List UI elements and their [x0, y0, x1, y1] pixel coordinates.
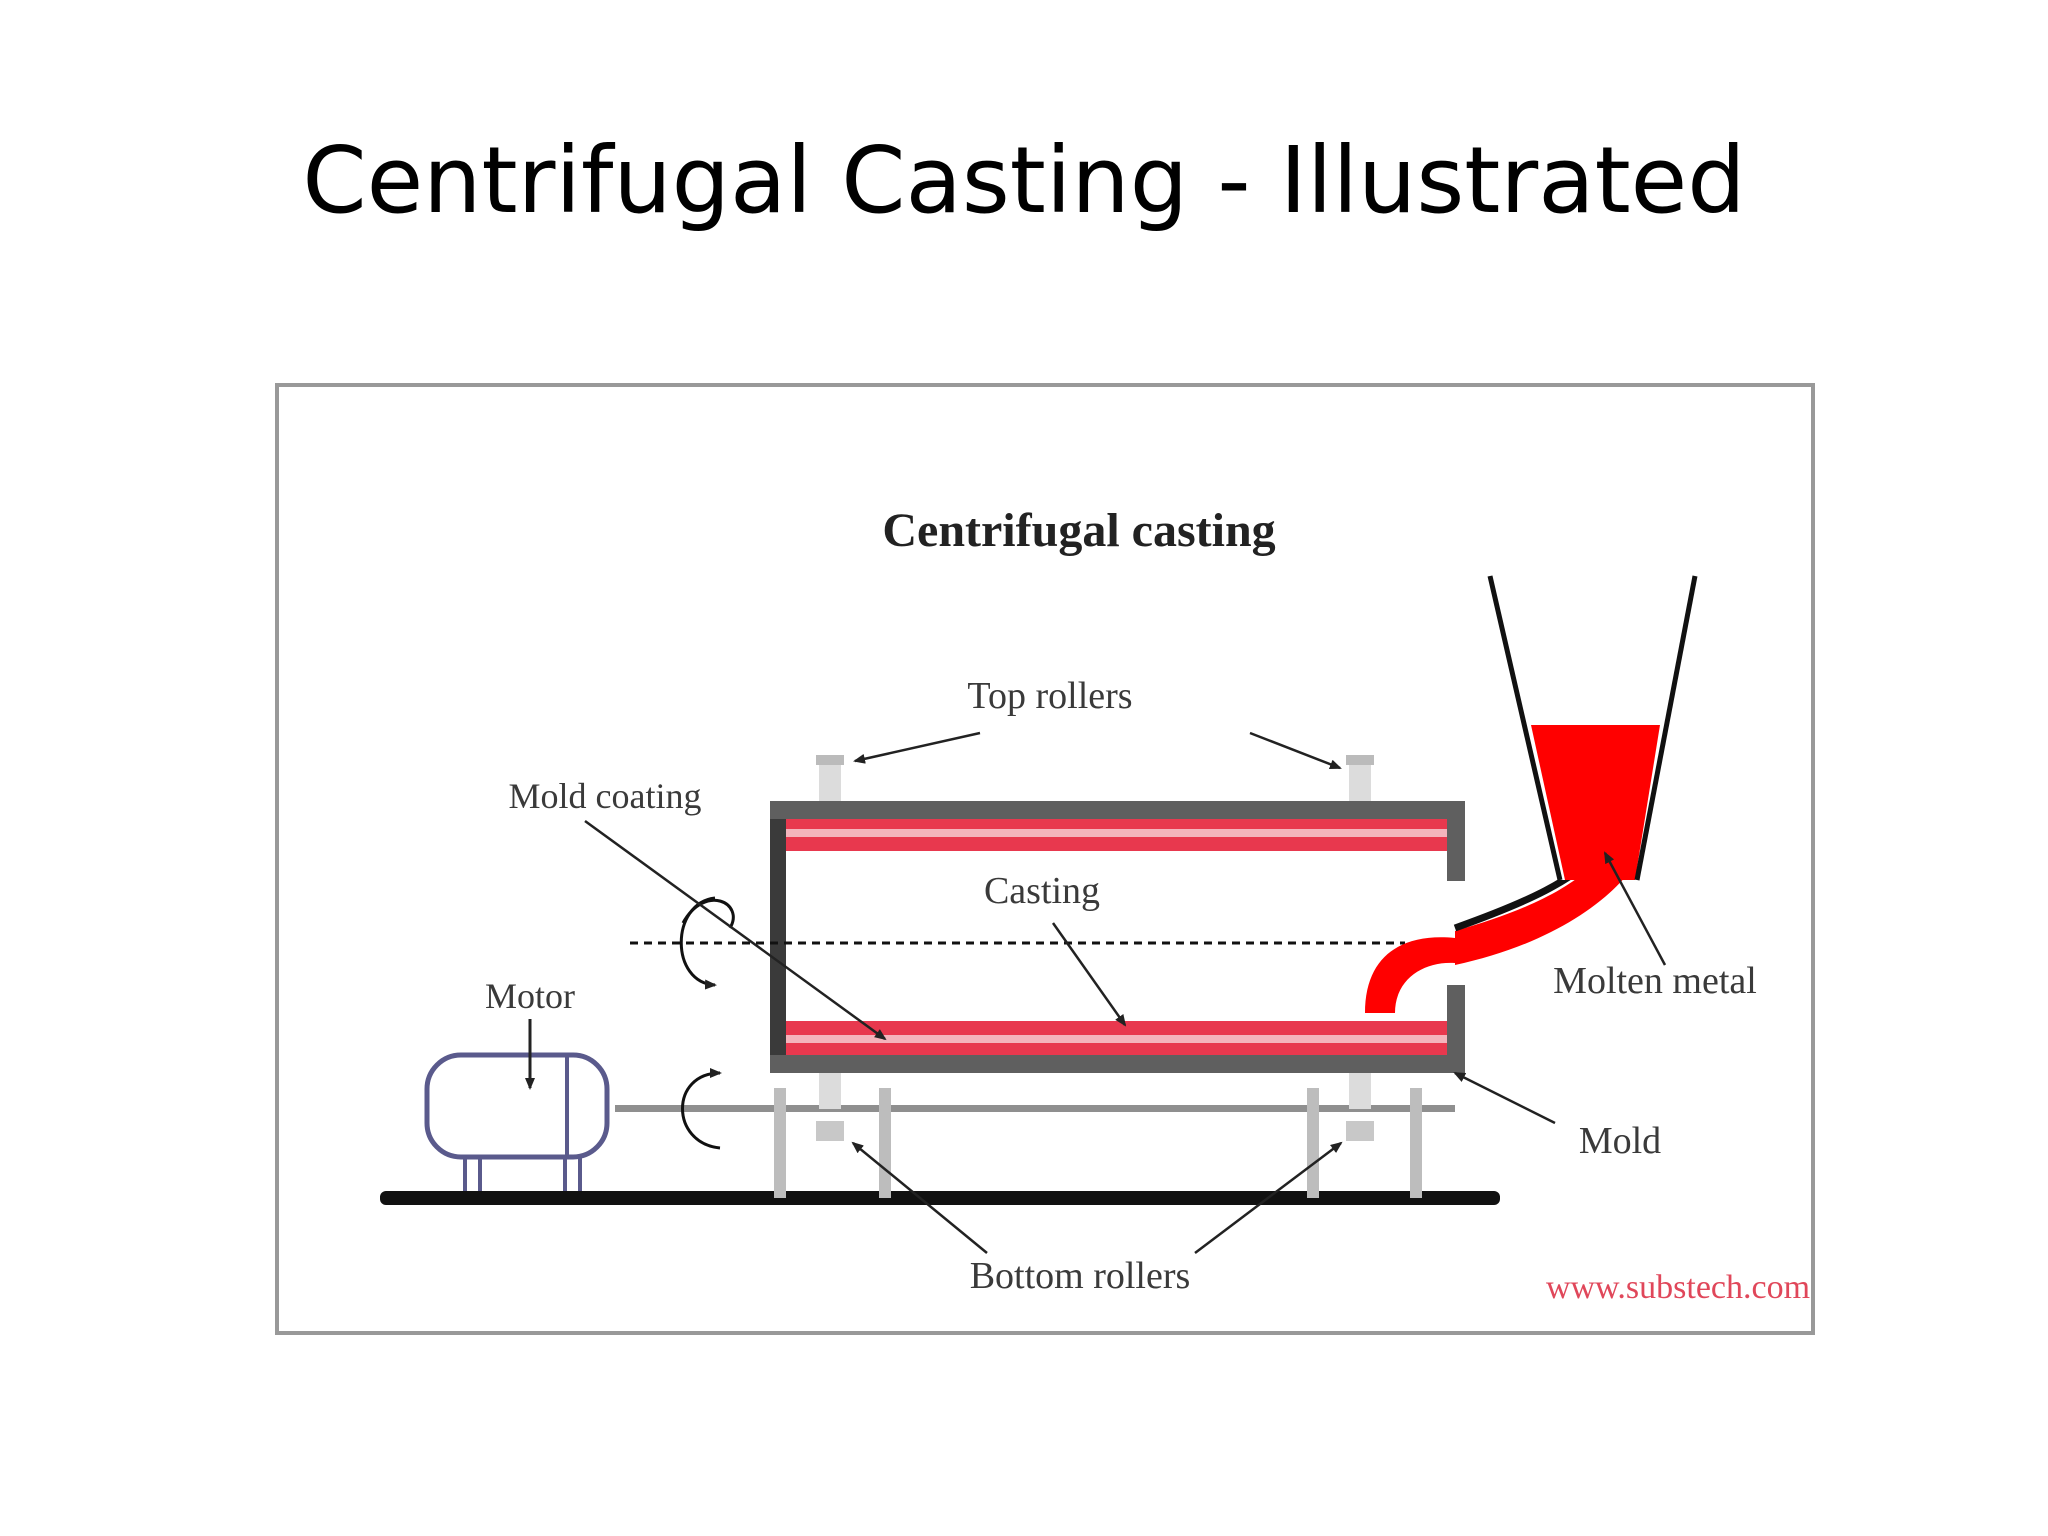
molten-stream	[1365, 937, 1455, 1013]
support-post	[1410, 1088, 1422, 1198]
support-post	[879, 1088, 891, 1198]
pouring-ladle	[1365, 575, 1698, 1013]
bottom-roller-right-base	[1346, 1121, 1374, 1141]
label-bottom-rollers: Bottom rollers	[970, 1255, 1191, 1297]
casting-stripe	[786, 1021, 1447, 1035]
ground-base	[380, 1191, 1500, 1205]
top-roller-right	[1349, 765, 1371, 801]
bottom-roller-right	[1349, 1073, 1371, 1109]
rotation-arrow-icon	[681, 898, 735, 929]
label-casting: Casting	[984, 870, 1100, 912]
casting-stripe	[786, 819, 1447, 829]
mold-right-wall-top	[1447, 801, 1465, 881]
top-roller-left-cap	[816, 755, 844, 765]
label-molten-metal: Molten metal	[1553, 960, 1757, 1002]
mold-right-wall-bottom	[1447, 985, 1465, 1073]
drive-shaft	[615, 1105, 1455, 1112]
mold-coating-stripe	[786, 829, 1447, 837]
mold-coating-stripe	[786, 1035, 1447, 1043]
ladle-left-wall	[1487, 575, 1563, 881]
bottom-roller-left	[819, 1073, 841, 1109]
slide-title: Centrifugal Casting - Illustrated	[302, 127, 1746, 234]
pointer-arrow-icon	[584, 819, 887, 1041]
label-top-rollers: Top rollers	[967, 675, 1132, 717]
pointer-arrow-icon	[851, 1141, 988, 1254]
casting-stripe	[786, 837, 1447, 851]
support-post	[1307, 1088, 1319, 1198]
mold-top-wall	[770, 801, 1465, 819]
pointer-arrow-icon	[1194, 1141, 1343, 1254]
centrifugal-casting-figure: Centrifugal casting	[275, 383, 1815, 1335]
casting-stripe	[786, 1043, 1447, 1055]
label-mold-coating: Mold coating	[509, 776, 702, 816]
motor	[424, 1052, 610, 1191]
pointer-arrow-icon	[853, 731, 981, 764]
mold	[770, 801, 1465, 1073]
top-roller-right-cap	[1346, 755, 1374, 765]
bottom-roller-left-base	[816, 1121, 844, 1141]
bottom-rollers	[816, 1073, 1374, 1141]
spout-metal	[1455, 853, 1627, 965]
top-rollers	[816, 755, 1374, 801]
mold-bottom-wall	[770, 1055, 1465, 1073]
diagram-svg: Centrifugal casting	[275, 383, 1815, 1335]
diagram-title: Centrifugal casting	[882, 504, 1275, 557]
motor-body	[424, 1052, 610, 1160]
pointer-arrow-icon	[1051, 922, 1127, 1027]
roller-supports	[774, 1088, 1422, 1198]
source-credit: www.substech.com	[1546, 1269, 1810, 1306]
pointer-arrow-icon	[1603, 851, 1667, 966]
label-mold: Mold	[1579, 1120, 1661, 1162]
label-motor: Motor	[485, 976, 575, 1016]
casting-bottom-layer	[786, 1021, 1447, 1055]
pointer-arrow-icon	[1453, 1071, 1556, 1125]
molten-metal-pool	[1531, 725, 1660, 880]
top-roller-left	[819, 765, 841, 801]
pointer-arrow-icon	[1249, 731, 1342, 770]
casting-top-layer	[786, 819, 1447, 851]
support-post	[774, 1088, 786, 1198]
mold-end-wall	[770, 803, 786, 1071]
rotation-arrow-icon	[681, 1068, 722, 1150]
ladle-right-wall	[1634, 575, 1698, 881]
